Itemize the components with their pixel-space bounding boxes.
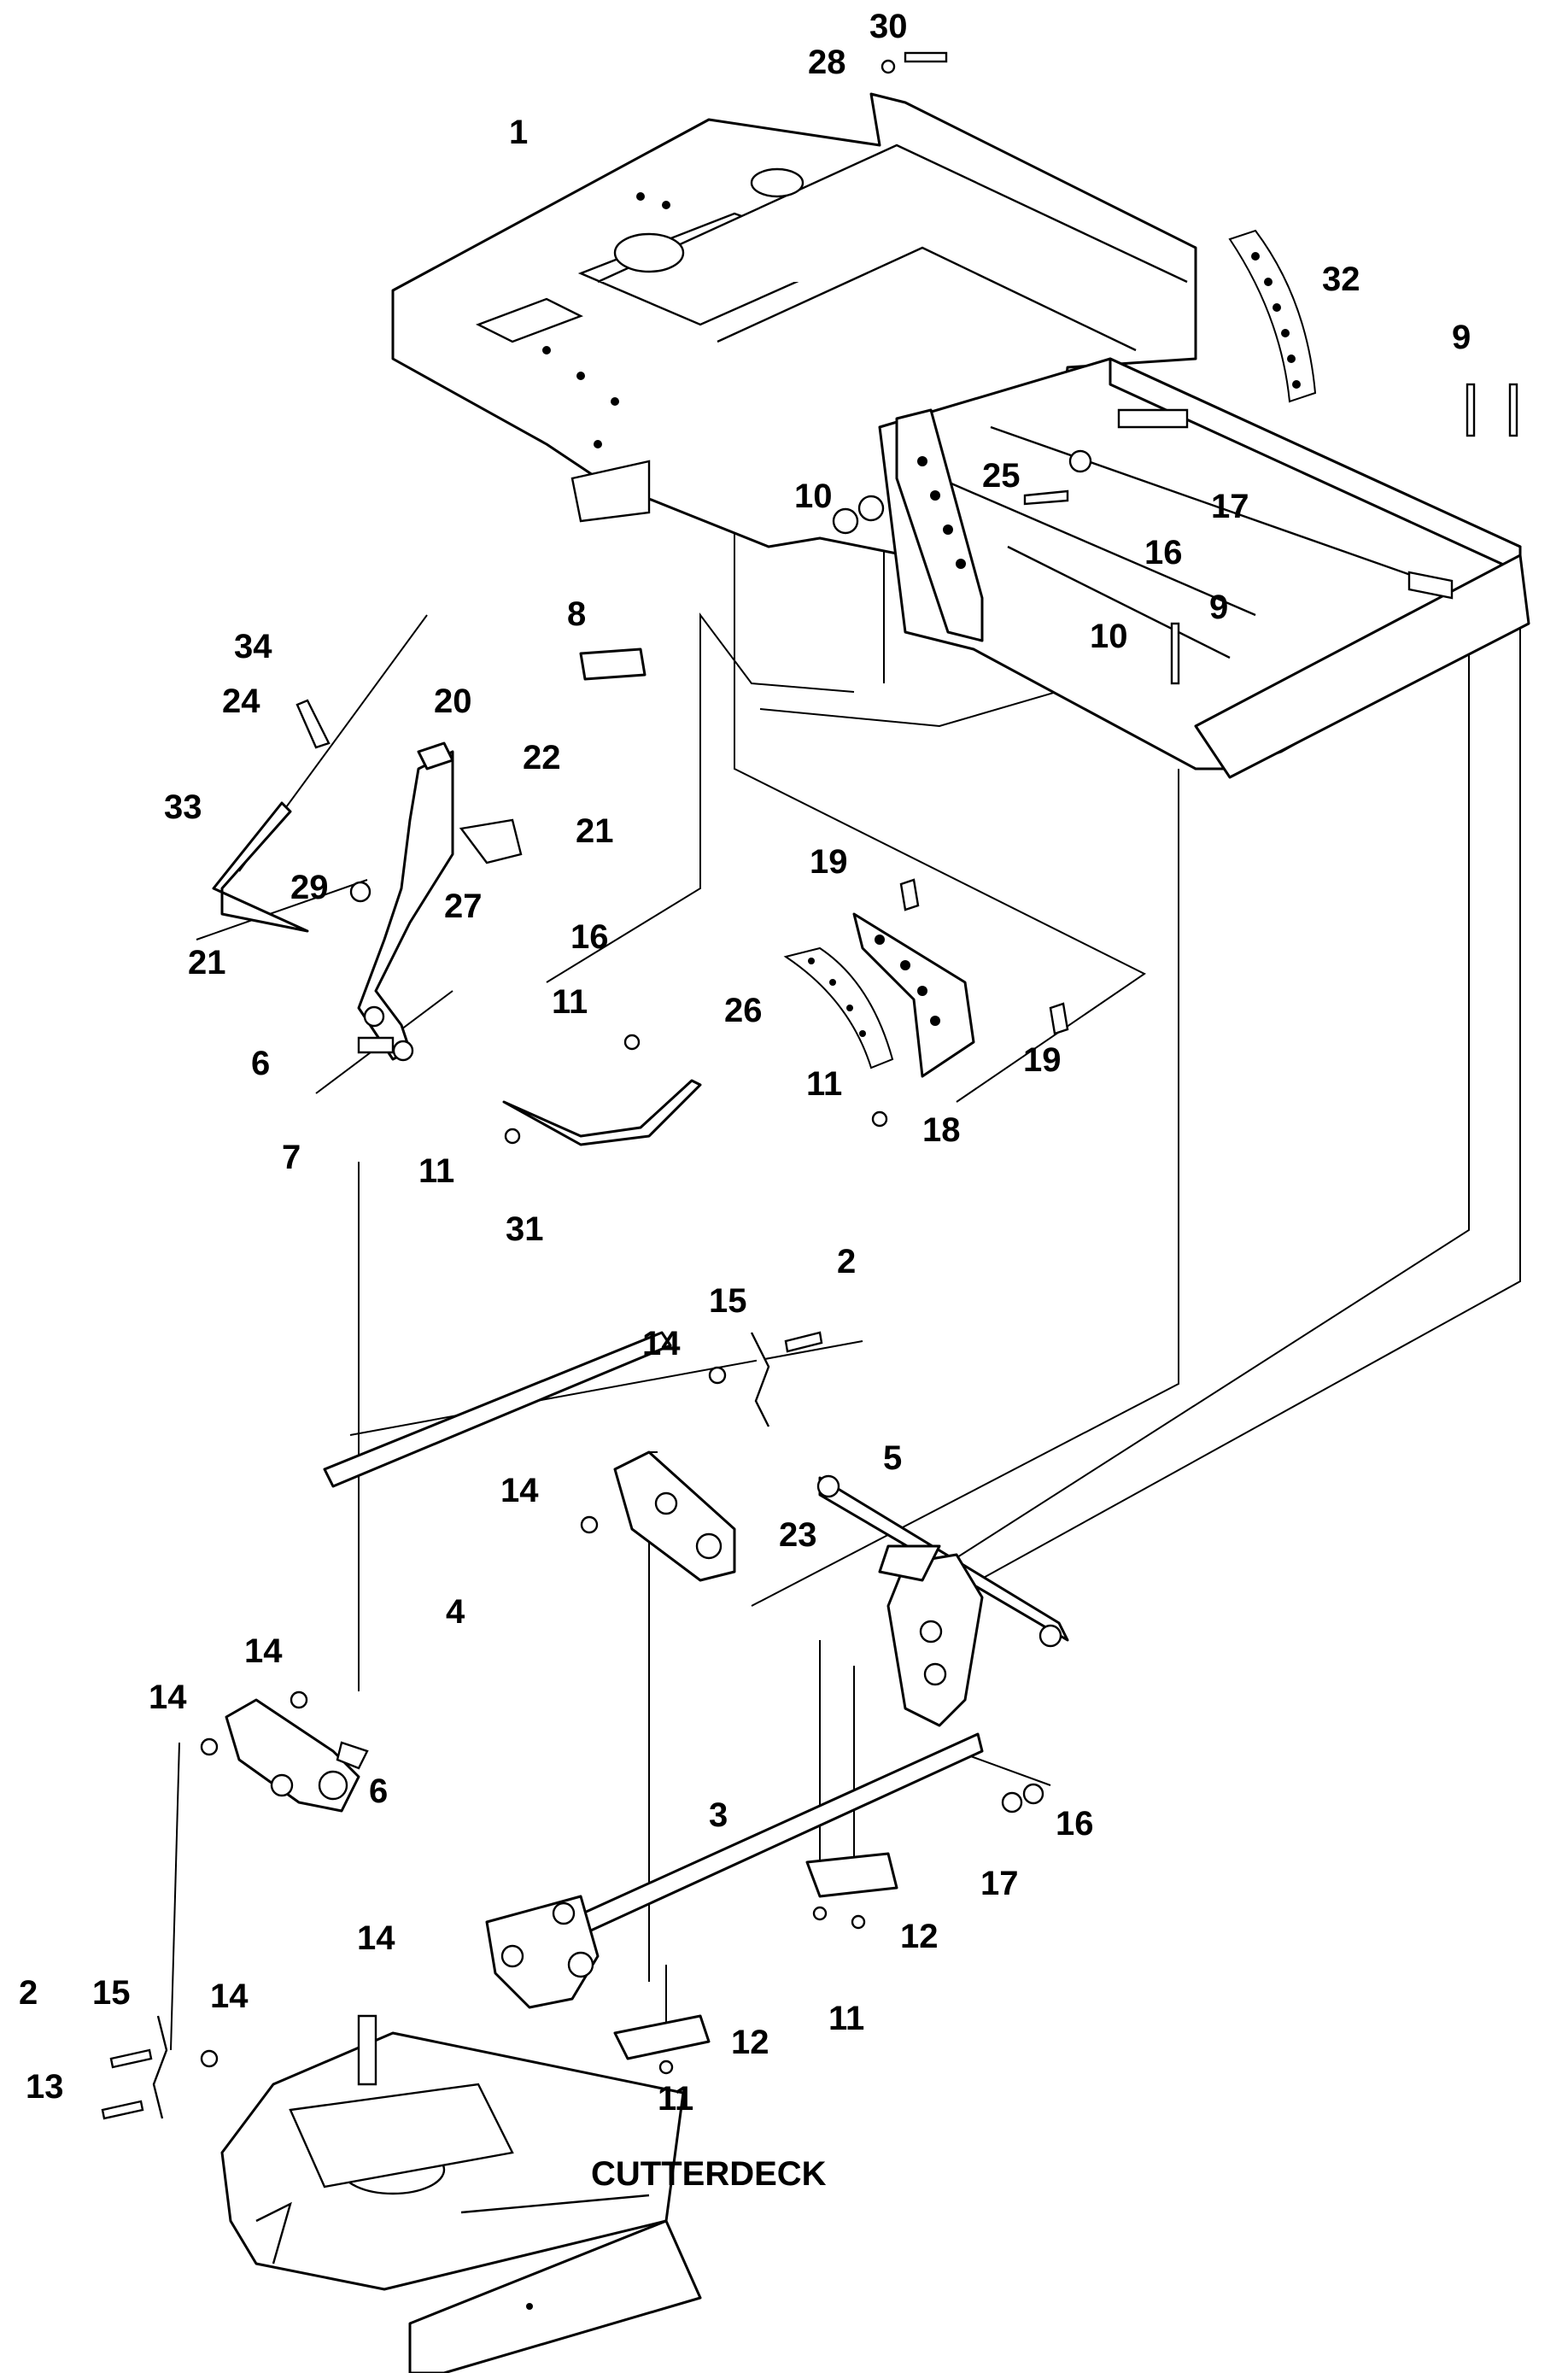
callout-12-a: 12 [900,1918,939,1955]
callout-10-top: 10 [794,478,833,515]
perforated-quadrant-plate-32 [1228,229,1317,403]
cutterdeck-label: CUTTERDECK [591,2155,827,2193]
linkage-hardware [101,1331,1044,2120]
rear-frame-rails [878,357,1530,779]
callout-33: 33 [164,788,202,826]
callout-26: 26 [724,992,763,1029]
assembly-lines [170,103,1521,2051]
callout-21-right: 21 [576,812,614,850]
frame-hardware [832,51,1518,685]
callout-11-b: 11 [806,1065,842,1103]
callout-2-top: 2 [837,1243,856,1280]
callout-17-top: 17 [1211,488,1249,525]
callout-30: 30 [869,8,908,45]
callout-11-d: 11 [828,2000,864,2037]
callout-9-mid: 9 [1209,589,1228,626]
rear-lift-linkage [485,1474,1069,2009]
callout-32: 32 [1322,261,1360,298]
callout-14-c: 14 [244,1632,283,1670]
callout-14-a: 14 [642,1325,681,1362]
callout-14-b: 14 [500,1472,539,1509]
callout-9-top: 9 [1452,319,1471,356]
callout-13: 13 [26,2068,64,2106]
callout-12-b: 12 [731,2024,769,2061]
callout-16-mid: 16 [570,918,609,956]
callout-11-e: 11 [658,2080,693,2118]
callout-2-bottom: 2 [19,1974,38,2012]
u-brackets-12 [613,1852,898,2060]
callout-15-top: 15 [709,1282,747,1320]
callout-1: 1 [509,114,528,151]
callout-10-mid: 10 [1090,618,1128,655]
lift-pedal-assembly [212,647,647,1062]
callout-24: 24 [222,683,260,720]
callout-7: 7 [282,1139,301,1176]
callout-14-f: 14 [210,1978,249,2015]
callouts: 1 30 28 32 9 10 25 17 16 10 9 8 34 24 20… [19,8,1471,2193]
callout-19-bottom: 19 [1023,1041,1062,1079]
height-selector-assembly [502,878,1069,1146]
frame-side-plate [895,408,984,642]
cutterdeck [220,2014,702,2373]
callout-15-bottom: 15 [92,1974,131,2012]
callout-29: 29 [290,869,329,906]
callout-21-left: 21 [188,944,226,981]
callout-8: 8 [567,595,586,633]
callout-6-top: 6 [251,1045,270,1082]
front-lift-shaft-4 [225,1331,736,1813]
callout-17-bottom: 17 [980,1865,1019,1902]
callout-28: 28 [808,44,846,81]
callout-25: 25 [982,457,1021,495]
callout-22: 22 [523,739,561,776]
callout-27: 27 [444,888,483,925]
lift-chains-15 [152,1332,770,2119]
callout-18: 18 [922,1111,961,1149]
callout-6-bottom: 6 [369,1772,388,1810]
callout-5: 5 [883,1439,902,1477]
callout-14-d: 14 [149,1679,187,1716]
callout-31: 31 [506,1210,544,1248]
callout-16-bottom: 16 [1056,1805,1094,1843]
callout-20: 20 [434,683,472,720]
callout-19-top: 19 [810,843,848,881]
callout-11-a: 11 [552,983,588,1021]
callout-16-top: 16 [1144,534,1183,571]
callout-3: 3 [709,1796,728,1834]
callout-34: 34 [234,628,272,665]
callout-11-c: 11 [418,1152,454,1190]
callout-14-e: 14 [357,1919,395,1957]
callout-23: 23 [779,1516,817,1554]
callout-4: 4 [446,1593,465,1631]
